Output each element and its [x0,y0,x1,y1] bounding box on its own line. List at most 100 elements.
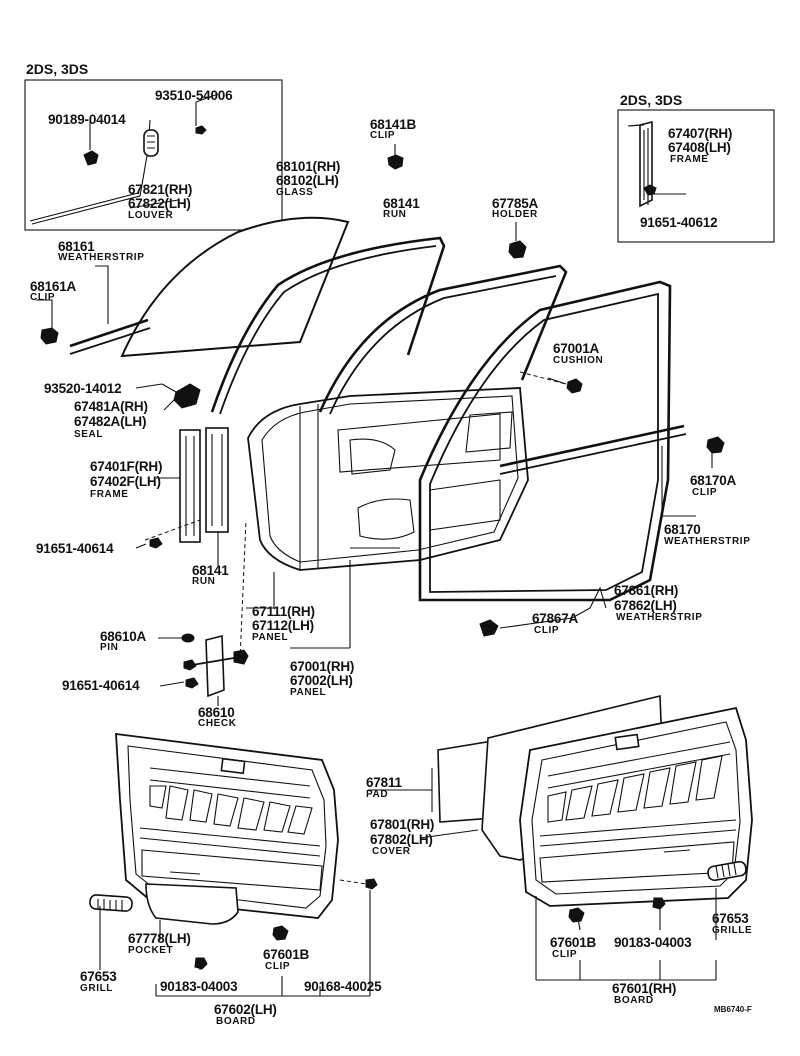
part-68170a-number: 68170A [690,473,737,488]
part-68170a-name: CLIP [692,487,718,498]
part-67407-number-rh: 67407(RH) [668,126,733,141]
glass-run-shape [210,236,446,413]
screw-90183-right-shape [652,897,666,910]
part-67601-name: BOARD [614,995,654,1006]
belt-weatherstrip-left [69,318,149,348]
drawing-code: MB6740-F [714,1005,752,1014]
part-67867a-name: CLIP [534,625,560,636]
part-67801-number-lh: 67802(LH) [370,832,433,847]
cushion-shape [566,378,583,394]
part-90168-number: 90168-40025 [304,979,382,994]
part-67481a-number-lh: 67482A(LH) [74,414,147,429]
right-variant-box [617,109,775,243]
part-67481a-name: SEAL [74,429,104,440]
pocket-shape [145,883,239,925]
part-67778-number: 67778(LH) [128,931,191,946]
part-68161-number: 68161 [58,239,95,254]
part-67785a-name: HOLDER [492,209,538,220]
part-68610-name: CHECK [198,718,237,729]
part-67821-name: LOUVER [128,210,174,221]
part-68141b-name: CLIP [370,130,396,141]
left-door-board [115,732,339,919]
part-67111-number-lh: 67112(LH) [252,618,314,633]
part-67401f-number-rh: 67401F(RH) [90,459,163,474]
part-67407-name: FRAME [670,154,709,165]
part-93520-number: 93520-14012 [44,381,122,396]
part-67653-right-name: GRILLE [712,925,753,936]
part-67601b-right-number: 67601B [550,935,597,950]
door-frame-inner [318,264,568,413]
part-67111-number-rh: 67111(RH) [252,604,315,619]
belt-weatherstrip-right [499,424,685,468]
part-67602-name: BOARD [216,1016,256,1027]
right-frame-drawing [627,120,657,208]
part-67821-number-rh: 67821(RH) [128,182,193,197]
callout-lines [36,93,717,997]
part-90189-number: 90189-04014 [48,112,126,127]
part-67811-name: PAD [366,789,389,800]
part-67861-name: WEATHERSTRIP [616,612,703,623]
part-68610-number: 68610 [198,705,235,720]
door-panel-outer [247,387,529,571]
door-glass-shape [120,216,350,358]
part-67407-number-lh: 67408(LH) [668,140,731,155]
part-68170-number: 68170 [664,522,701,537]
left-variant-label: 2DS, 3DS [26,61,89,77]
part-68141b-number: 68141B [370,117,417,132]
part-91651-40614-b-number: 91651-40614 [62,678,140,693]
part-93510-number: 93510-54006 [155,88,233,103]
part-67001a-number: 67001A [553,341,600,356]
clip-68161a-shape [40,327,59,345]
part-67821-number-lh: 67822(LH) [128,196,191,211]
clip-68141b-shape [387,154,404,170]
part-67801-number-rh: 67801(RH) [370,817,435,832]
door-weatherstrip-shape [418,280,672,602]
part-67001-number-lh: 67002(LH) [290,673,353,688]
right-door-board [519,706,753,907]
left-variant-box [24,79,283,231]
part-68610a-name: PIN [100,642,119,653]
part-68141-name: RUN [383,209,407,220]
part-67602-number: 67602(LH) [214,1002,277,1017]
grill-left-shape [89,894,133,912]
clip-68170a-shape [706,436,725,454]
part-68610a-number: 68610A [100,629,147,644]
right-variant-label: 2DS, 3DS [620,92,683,108]
part-68161a-number: 68161A [30,279,77,294]
part-67111-name: PANEL [252,632,289,643]
clip-67601b-left-shape [272,925,289,941]
part-67653-left-number: 67653 [80,969,117,984]
part-67401f-number-lh: 67402F(LH) [90,474,161,489]
part-68141-run-name: RUN [192,576,216,587]
door-check-shape [181,519,249,698]
part-67601b-right-name: CLIP [552,949,578,960]
run-68141-shape [205,427,229,533]
seal-shape [173,383,201,409]
screw-90183-left-shape [194,957,208,970]
part-67601-number: 67601(RH) [612,981,677,996]
part-67401f-name: FRAME [90,489,129,500]
part-67867a-number: 67867A [532,611,579,626]
louver-drawing [29,102,207,225]
part-67653-left-name: GRILL [80,983,113,994]
part-68141-number: 68141 [383,196,420,211]
part-67601b-left-number: 67601B [263,947,310,962]
part-67811-number: 67811 [366,775,402,790]
part-68170-name: WEATHERSTRIP [664,536,751,547]
part-68101-number-lh: 68102(LH) [276,173,339,188]
part-68161-name: WEATHERSTRIP [58,252,145,263]
part-67801-name: COVER [372,846,411,857]
part-90183-right-number: 90183-04003 [614,935,692,950]
screw-90168-shape [365,878,378,890]
part-68101-number-rh: 68101(RH) [276,159,341,174]
part-67001a-name: CUSHION [553,355,604,366]
frame-67401f-shape [179,429,201,543]
part-67001-number-rh: 67001(RH) [290,659,355,674]
part-67861-number-rh: 67861(RH) [614,583,679,598]
part-90183-left-number: 90183-04003 [160,979,238,994]
part-67785a-number: 67785A [492,196,539,211]
part-67601b-left-name: CLIP [265,961,291,972]
part-68101-name: GLASS [276,187,314,198]
